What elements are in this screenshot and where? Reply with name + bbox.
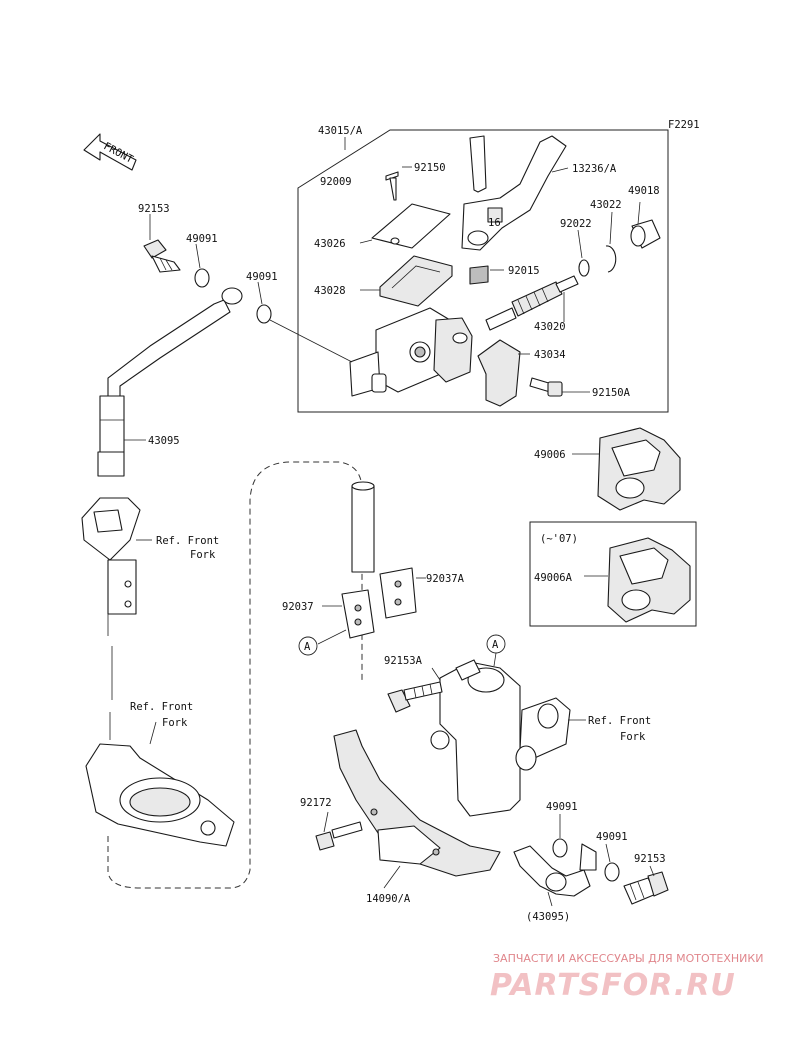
part-number-label: 43026 (314, 238, 346, 250)
part-number-label: 43015/A (318, 125, 363, 137)
part-number-label: 92015 (508, 265, 540, 277)
watermark-logo: PARTSFOR.RU (490, 968, 736, 1003)
part-number-label: 92022 (560, 218, 592, 230)
part-number-label: 49091 (546, 801, 578, 813)
part-number-label: 13236/A (572, 163, 617, 175)
ref-front-fork-label: Ref. Front (156, 535, 219, 547)
fork-clamp-icon (85, 743, 235, 847)
part-number-label: 92172 (300, 797, 332, 809)
brake-lever-icon (461, 135, 567, 251)
washer-icon (604, 862, 620, 882)
hose-guide-upper-icon (81, 497, 141, 615)
brake-pad-icon (341, 589, 375, 639)
part-number-label: 43028 (314, 285, 346, 297)
part-number-label: 49091 (596, 831, 628, 843)
part-number-label: 92009 (320, 176, 352, 188)
part-number-label: 92153 (138, 203, 170, 215)
assembly-region-outline (107, 461, 363, 889)
ref-front-fork-label: Ref. Front (130, 701, 193, 713)
ref-front-fork-label: Ref. Front (588, 715, 651, 727)
part-number-label: 49006 (534, 449, 566, 461)
part-number-label: 92037A (426, 573, 465, 585)
part-number-label: 92150A (592, 387, 631, 399)
part-labels: 43015/A 92009 92150 13236/A 43022 49018 … (138, 125, 666, 923)
part-number-label: 49018 (628, 185, 660, 197)
circlip-icon (605, 245, 617, 273)
holder-variant-icon (607, 537, 691, 623)
cap-screw-icon (385, 171, 399, 201)
ref-front-fork-label: Fork (190, 549, 216, 561)
diaphragm-icon (379, 255, 453, 307)
part-number-label: 49091 (246, 271, 278, 283)
master-cylinder-box (297, 129, 669, 413)
ref-front-fork-label: Fork (162, 717, 188, 729)
reservoir-cap-icon (371, 203, 451, 249)
dust-cover-icon (630, 219, 661, 249)
part-number-label: 43034 (534, 349, 566, 361)
variant-box (529, 521, 697, 627)
variant-note: (~'07) (540, 533, 578, 545)
part-number-label: 14090/A (366, 893, 411, 905)
washer-icon (256, 304, 272, 324)
holder-icon (597, 427, 681, 511)
part-number-label: 43095 (148, 435, 180, 447)
watermark-tagline: ЗАПЧАСТИ И АКСЕССУАРЫ ДЛЯ МОТОТЕХНИКИ (493, 952, 763, 965)
brake-pad-icon (379, 567, 417, 619)
master-cylinder-body-icon (349, 307, 473, 397)
reference-a-label: A (492, 639, 499, 651)
disc-guard-icon (333, 729, 501, 877)
part-number-label: 49006A (534, 572, 573, 584)
holder-clamp-icon (477, 339, 521, 407)
holder-bolt-icon (529, 377, 563, 397)
part-number-label: 43020 (534, 321, 566, 333)
brake-pipe-icon (351, 481, 375, 573)
leader-lines (269, 166, 641, 393)
part-number-label: 92153A (384, 655, 423, 667)
banjo-fitting-icon (579, 843, 597, 871)
part-number-label: 92153 (634, 853, 666, 865)
ref-front-fork-label: Fork (620, 731, 646, 743)
part-number-label: 92150 (414, 162, 446, 174)
part-number-label: 92037 (282, 601, 314, 613)
front-direction-icon: FRONT (83, 133, 137, 171)
washer-icon (552, 838, 568, 858)
part-number-label: 16 (488, 217, 501, 229)
washer-icon (578, 259, 590, 277)
brake-caliper-icon (430, 659, 571, 817)
banjo-bolt-bottom-icon (623, 871, 669, 905)
brake-hose-lower-icon (513, 845, 591, 897)
part-number-label: (43095) (526, 911, 570, 923)
banjo-bolt-top-icon (143, 239, 181, 273)
diagram-code: F2291 (668, 119, 700, 131)
guard-bolt-icon (315, 821, 363, 851)
brake-hose-icon (97, 287, 243, 477)
washer-icon (194, 268, 210, 288)
piston-assembly-icon (485, 275, 579, 331)
part-number-label: 49091 (186, 233, 218, 245)
boot-icon (469, 265, 489, 285)
caliper-bolt-icon (387, 681, 443, 713)
part-number-label: 43022 (590, 199, 622, 211)
reference-a-label: A (304, 641, 311, 653)
